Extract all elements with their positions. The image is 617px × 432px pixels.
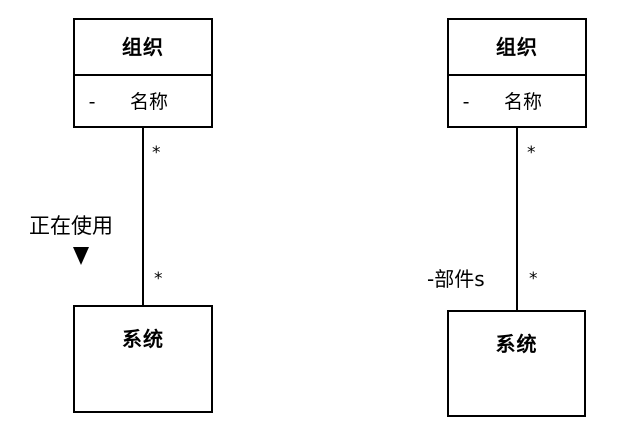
multiplicity-right-target: * <box>529 269 538 289</box>
compartment-divider-left-top <box>75 74 211 76</box>
class-name-system-left: 系统 <box>122 327 164 351</box>
multiplicity-right-source: * <box>527 143 536 163</box>
class-box-organization-right[interactable]: 组织 - 名称 <box>447 18 587 128</box>
attribute-name-right: 名称 <box>503 90 542 113</box>
class-box-system-right[interactable]: 系统 <box>447 310 586 417</box>
triangle-down-icon <box>73 247 89 265</box>
attribute-row-name-right: - 名称 <box>449 76 585 128</box>
class-box-organization-left[interactable]: 组织 - 名称 <box>73 18 213 128</box>
class-box-system-left[interactable]: 系统 <box>73 305 213 413</box>
attribute-visibility-icon: - <box>88 90 96 113</box>
attribute-visibility-icon: - <box>462 90 470 113</box>
multiplicity-left-target: * <box>154 269 163 289</box>
association-line-right[interactable] <box>516 128 518 310</box>
association-label-right: -部件s <box>427 267 485 291</box>
association-label-left: 正在使用 <box>29 214 113 238</box>
multiplicity-left-source: * <box>152 143 161 163</box>
class-name-system-right: 系统 <box>495 332 538 356</box>
association-line-left[interactable] <box>142 128 144 305</box>
class-name-organization-right: 组织 <box>496 35 538 59</box>
class-name-organization-left: 组织 <box>122 35 164 59</box>
compartment-divider-right-top <box>449 74 585 76</box>
attribute-name-left: 名称 <box>129 90 168 113</box>
attribute-row-name-left: - 名称 <box>75 76 211 128</box>
